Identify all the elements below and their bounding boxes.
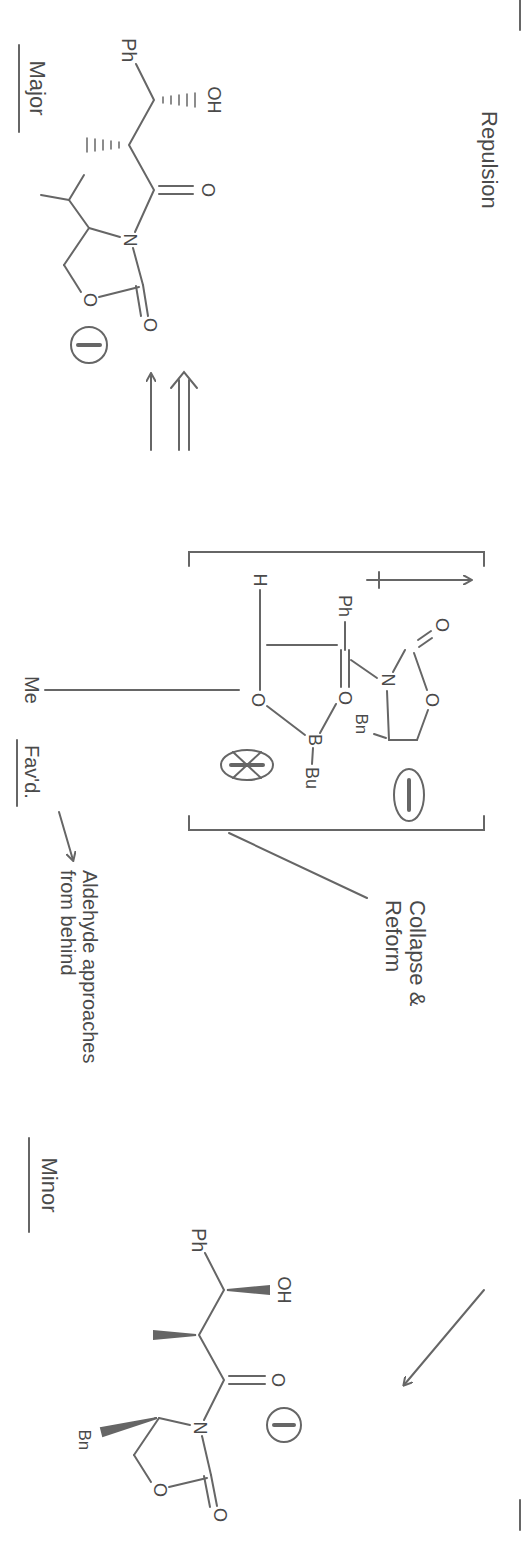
atom-label-holder: OH	[203, 87, 223, 114]
atom-label-holder: O	[209, 1508, 229, 1522]
atom-label: O	[140, 318, 160, 332]
product-label-holder: Minor	[37, 1158, 61, 1213]
atom-label: O	[198, 183, 218, 197]
atom-label-holder: O	[334, 691, 354, 705]
atom-label: N	[190, 1422, 210, 1435]
note-text-holder: Me	[21, 676, 43, 704]
atom-label-holder: O	[197, 183, 217, 197]
product-label: Minor	[37, 1158, 62, 1213]
atom-label-holder: O	[421, 693, 441, 707]
atom-label: H	[250, 574, 270, 587]
atom-label: Bn	[76, 1430, 95, 1451]
note-text: Collapse & Reform	[381, 900, 430, 1006]
note-text: Aldehyde approaches from behind	[57, 870, 101, 1063]
atom-label: N	[120, 234, 140, 247]
note-text-holder: Repulsion	[477, 111, 501, 209]
atom-label: O	[335, 691, 355, 705]
atom-label-holder: Ph	[188, 1228, 210, 1252]
product-label: Major	[25, 61, 50, 116]
atom-label-holder: H	[249, 574, 269, 587]
atom-label: Ph	[118, 38, 140, 62]
atom-label: O	[268, 1373, 288, 1387]
atom-label: O	[422, 693, 442, 707]
atom-label: O	[210, 1508, 230, 1522]
atom-label: OH	[204, 87, 224, 114]
atom-label-holder: Ph	[118, 38, 140, 62]
atom-label-holder: O	[267, 1373, 287, 1387]
note-text-holder: Fav'd.	[21, 745, 43, 799]
atom-label: B	[305, 734, 325, 746]
atom-label: Ph	[335, 595, 355, 617]
atom-label-holder: Bu	[301, 767, 321, 789]
atom-label: Ph	[188, 1228, 210, 1252]
atom-label-holder: Bn	[352, 714, 371, 735]
atom-label-holder: Ph	[334, 595, 354, 617]
atom-label: O	[432, 618, 452, 632]
atom-label: O	[80, 293, 100, 307]
atom-label-holder: Bn	[75, 1430, 94, 1451]
atom-label: Bu	[302, 767, 322, 789]
atom-label-holder: B	[304, 734, 324, 746]
atom-label-holder: O	[79, 293, 99, 307]
atom-label-holder: O	[149, 1483, 169, 1497]
atom-label-holder: O	[247, 693, 267, 707]
atom-label: Bn	[353, 714, 372, 735]
note-text-holder: Collapse & Reform	[381, 900, 429, 1030]
note-text: Fav'd.	[21, 745, 43, 799]
atom-label-holder: OH	[273, 1277, 293, 1304]
note-text: Repulsion	[477, 111, 502, 209]
atom-label-holder: N	[189, 1422, 209, 1435]
atom-label-holder: N	[377, 674, 397, 687]
atom-label: O	[150, 1483, 170, 1497]
atom-label: N	[378, 674, 398, 687]
note-text-holder: Aldehyde approaches from behind	[57, 870, 101, 1090]
atom-label: OH	[274, 1277, 294, 1304]
note-text: Me	[21, 676, 43, 704]
product-label-holder: Major	[25, 61, 49, 116]
atom-label-holder: O	[139, 318, 159, 332]
atom-label-holder: N	[119, 234, 139, 247]
atom-label-holder: O	[431, 618, 451, 632]
atom-label: O	[248, 693, 268, 707]
